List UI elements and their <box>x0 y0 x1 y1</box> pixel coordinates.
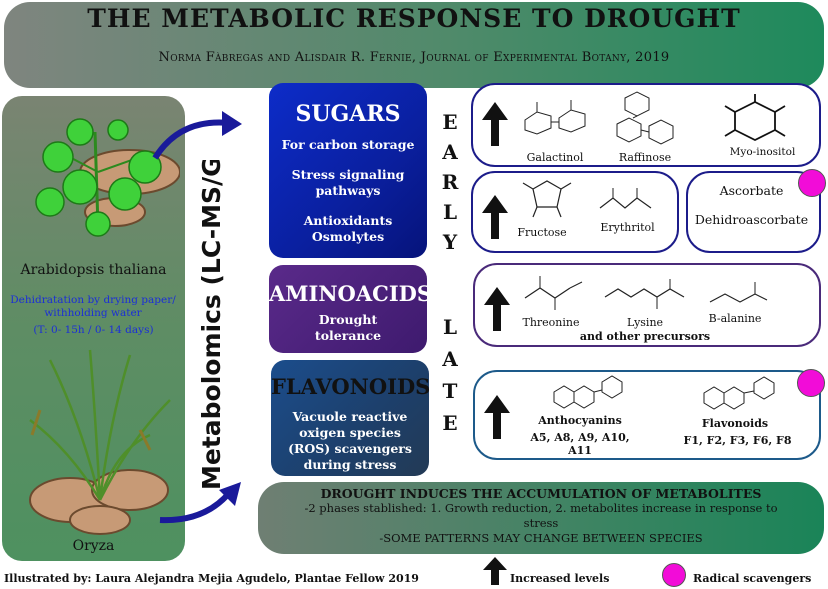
aminoacids-item-1: Drought tolerance <box>314 312 382 343</box>
increase-arrow-icon-2 <box>482 195 508 239</box>
sugars-item-3: Antioxidants Osmolytes <box>303 213 393 244</box>
increase-arrow-icon <box>482 102 508 146</box>
threonine-structure-icon <box>524 276 583 310</box>
anthocyanins-label: Anthocyanins <box>538 414 622 427</box>
flavonoids-list: F1, F2, F3, F6, F8 <box>683 434 792 447</box>
raffinose-structure-icon <box>616 91 674 145</box>
sugars-item-2: Stress signaling pathways <box>291 167 405 198</box>
phase-late: LATE <box>438 315 462 443</box>
illustrator-credit: Illustrated by: Laura Alejandra Mejia Ag… <box>4 572 419 585</box>
dehidroascorbate-label: Dehidroascorbate <box>694 212 809 227</box>
increase-arrow-icon-3 <box>484 287 510 331</box>
other-precursors-label: and other precursors <box>579 330 711 343</box>
increase-arrow-icon-4 <box>484 395 510 439</box>
scavenger-dot-icon-2 <box>797 369 825 397</box>
flavonoids-title: FLAVONOIDS <box>271 374 431 399</box>
technique-label: Metabolomics (LC-MS/GC-MS) <box>197 160 226 490</box>
citation: Norma Fàbregas and Alisdair R. Fernie, J… <box>158 50 670 65</box>
svg-text:Metabolomics (LC-MS/GC-MS): Metabolomics (LC-MS/GC-MS) <box>197 160 226 490</box>
treatment-method: Dehidratation by drying paper/ withholdi… <box>10 294 176 319</box>
flavonoids-molecules-panel <box>473 370 821 460</box>
legend-increased: Increased levels <box>510 572 610 585</box>
sugars-item-1: For carbon storage <box>281 137 415 152</box>
legend-scavenger-icon <box>662 563 686 587</box>
aminoacids-molecules-panel <box>473 263 821 347</box>
anthocyanin-structure-icon <box>553 375 623 409</box>
legend-scavengers: Radical scavengers <box>693 572 812 585</box>
fructose-label: Fructose <box>517 226 567 239</box>
summary-box: DROUGHT INDUCES THE ACCUMULATION OF META… <box>258 482 824 554</box>
aminoacids-card: AMINOACIDS Drought tolerance <box>269 265 433 353</box>
erythritol-structure-icon <box>599 188 652 209</box>
arabidopsis-illustration <box>35 118 180 237</box>
balanine-structure-icon <box>709 282 768 303</box>
anthocyanins-list: A5, A8, A9, A10, A11 <box>530 431 630 457</box>
flavonoid-structure-icon <box>703 376 775 410</box>
myoinositol-structure-icon <box>724 94 786 142</box>
oryza-illustration <box>29 349 171 535</box>
flavonoids-item-1: Vacuole reactive oxigen species (ROS) sc… <box>288 409 412 472</box>
phase-early: EARLY <box>438 110 462 260</box>
summary-headline: DROUGHT INDUCES THE ACCUMULATION OF META… <box>320 486 762 501</box>
page-title: THE METABOLIC RESPONSE TO DROUGHT <box>87 4 741 33</box>
lysine-label: Lysine <box>626 316 664 329</box>
flavonoids-label: Flavonoids <box>701 417 769 430</box>
treatment-timing: (T: 0- 15h / 0- 14 days) <box>33 324 154 336</box>
myoinositol-label: Myo-inositol <box>729 146 796 158</box>
oryza-label: Oryza <box>72 538 115 554</box>
galactinol-structure-icon <box>524 100 586 135</box>
threonine-label: Threonine <box>522 316 580 329</box>
ascorbate-label: Ascorbate <box>719 183 784 198</box>
scavenger-dot-icon <box>798 169 826 197</box>
legend-arrow-icon <box>483 557 507 585</box>
aminoacids-title: AMINOACIDS <box>269 281 433 306</box>
sugars-title: SUGARS <box>295 101 401 127</box>
summary-species: -SOME PATTERNS MAY CHANGE BETWEEN SPECIE… <box>379 531 703 545</box>
fructose-structure-icon <box>522 180 572 218</box>
galactinol-label: Galactinol <box>526 151 584 164</box>
flavonoids-card: FLAVONOIDS Vacuole reactive oxigen speci… <box>271 360 431 476</box>
arrow-bottom-icon <box>159 482 241 524</box>
arabidopsis-label: Arabidopsis thaliana <box>20 262 167 278</box>
summary-phases: -2 phases stablished: 1. Growth reductio… <box>304 501 778 530</box>
sugars-card: SUGARS For carbon storage Stress signali… <box>269 83 427 258</box>
lysine-structure-icon <box>604 279 685 309</box>
arrow-top-icon <box>152 111 242 160</box>
balanine-label: B-alanine <box>708 312 762 325</box>
header-banner <box>4 2 824 88</box>
erythritol-label: Erythritol <box>600 221 655 234</box>
raffinose-label: Raffinose <box>618 151 672 164</box>
